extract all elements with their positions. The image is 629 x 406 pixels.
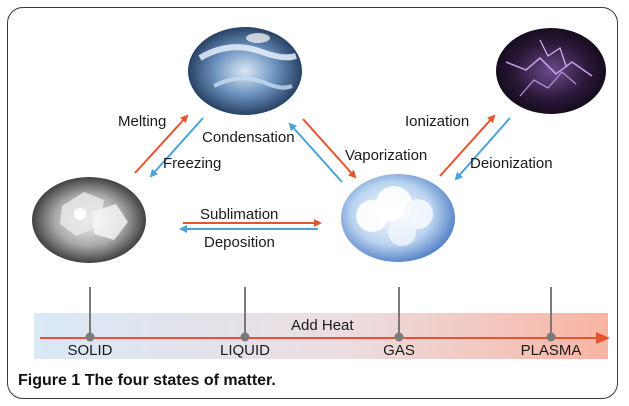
- condensation-label: Condensation: [202, 129, 295, 146]
- deposition-label: Deposition: [204, 234, 275, 251]
- heat-scale-band: [34, 313, 608, 359]
- sublimation-label: Sublimation: [200, 206, 278, 223]
- ionization-arrow: [439, 114, 496, 177]
- caption-number: Figure 1: [18, 372, 81, 389]
- figure-caption: Figure 1 The four states of matter.: [18, 372, 276, 390]
- gas-marker: [394, 332, 404, 342]
- state-label-liquid: LIQUID: [220, 342, 270, 359]
- liquid-water-image: [188, 27, 302, 115]
- add-heat-label: Add Heat: [291, 317, 354, 334]
- state-label-plasma: PLASMA: [521, 342, 582, 359]
- condensation-arrow: [288, 122, 343, 183]
- freezing-label: Freezing: [163, 155, 221, 172]
- plasma-lightning-image: [496, 28, 606, 114]
- ionization-label: Ionization: [405, 113, 469, 130]
- deionization-arrow: [454, 117, 511, 181]
- solid-marker: [85, 332, 95, 342]
- state-label-solid: SOLID: [67, 342, 112, 359]
- vaporization-label: Vaporization: [345, 147, 427, 164]
- plasma-marker: [546, 332, 556, 342]
- ice-cubes-image: [32, 177, 146, 263]
- clouds-image: [341, 174, 455, 262]
- deionization-label: Deionization: [470, 155, 553, 172]
- melting-arrow: [134, 114, 189, 174]
- caption-text: The four states of matter.: [84, 372, 276, 389]
- melting-label: Melting: [118, 113, 166, 130]
- liquid-marker: [240, 332, 250, 342]
- state-label-gas: GAS: [383, 342, 415, 359]
- freezing-arrow: [149, 117, 204, 178]
- add-heat-arrowhead: [596, 332, 610, 344]
- vaporization-arrow: [302, 118, 357, 179]
